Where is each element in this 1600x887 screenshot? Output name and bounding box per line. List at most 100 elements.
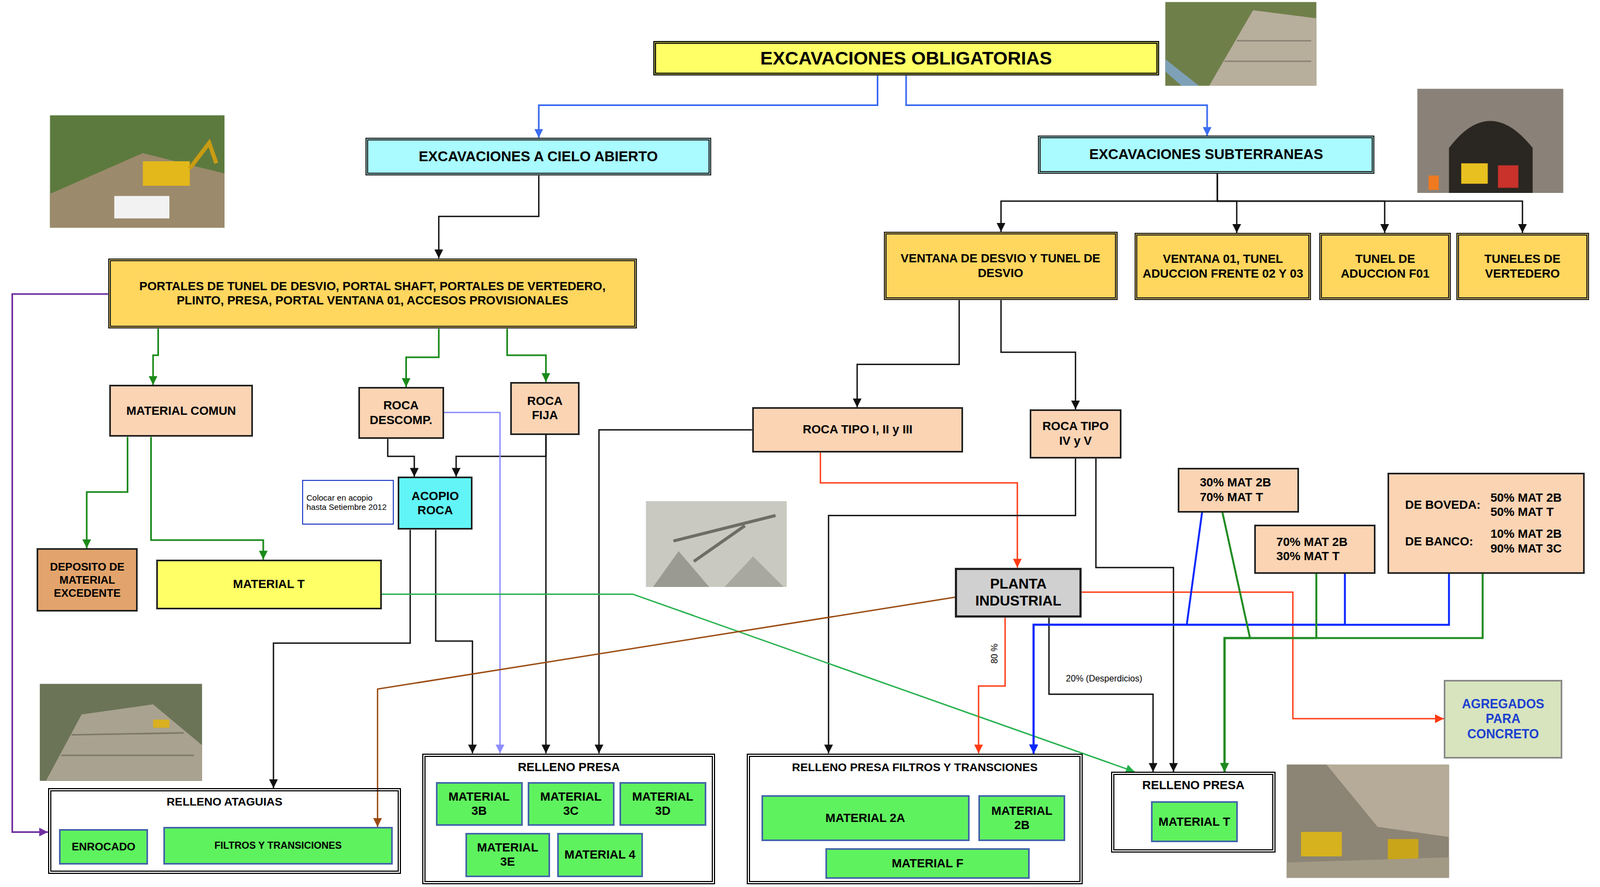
box-label: MATERIAL 2A [825, 810, 906, 825]
source-box: VENTANA 01, TUNEL ADUCCION FRENTE 02 Y 0… [1134, 232, 1312, 300]
fill-material-box: MATERIAL 3E [465, 832, 551, 877]
root-box: EXCAVACIONES OBLIGATORIAS [653, 40, 1160, 76]
flow-arrow [435, 529, 473, 753]
photo-ground [39, 683, 203, 781]
flow-arrow [438, 175, 539, 258]
box-label: EXCAVACIONES SUBTERRANEAS [1089, 145, 1324, 163]
material-class-box: ROCA DESCOMP. [358, 386, 445, 439]
flow-arrow [1217, 173, 1237, 233]
flow-arrow [1000, 299, 1076, 410]
group-heading: RELLENO PRESA [1142, 777, 1245, 793]
plant-box: PLANTA INDUSTRIAL [954, 567, 1082, 618]
box-label: MATERIAL F [891, 855, 964, 871]
box-label: EXCAVACIONES OBLIGATORIAS [760, 46, 1053, 70]
category-box: EXCAVACIONES A CIELO ABIERTO [365, 137, 712, 176]
disposal-box: DEPOSITO DE MATERIAL EXCEDENTE [36, 547, 138, 612]
photo-terrace [1236, 39, 1312, 42]
material-class-box: ROCA FIJA [510, 381, 580, 435]
box-label: MATERIAL 3B [441, 789, 517, 819]
box-label: ROCA DESCOMP. [364, 398, 439, 428]
flow-arrow [1222, 512, 1250, 772]
box-label: ACOPIO ROCA [403, 488, 467, 518]
flow-arrow [978, 617, 1006, 753]
flow-arrow [1217, 173, 1523, 233]
tunnel-photo [1417, 88, 1564, 193]
destination-group: RELLENO PRESAMATERIAL 3B MATERIAL 3C MATER… [422, 753, 716, 884]
photo-gabion-line [61, 754, 194, 757]
fill-material-box: ENROCADO [58, 828, 149, 865]
photo-ground [1417, 88, 1564, 193]
box-label: TUNEL DE ADUCCION F01 [1326, 251, 1444, 281]
box-label: 50% MAT 2B 50% MAT T [1490, 490, 1568, 520]
quarry-photo [1286, 764, 1450, 878]
category-box: EXCAVACIONES SUBTERRANEAS [1037, 135, 1375, 174]
flow-arrow [387, 438, 415, 477]
source-box: PORTALES DE TUNEL DE DESVIO, PORTAL SHAF… [108, 258, 637, 329]
photo-machine [1497, 165, 1519, 188]
box-label: 30% MAT 2B 70% MAT T [1199, 475, 1277, 505]
material-class-box: MATERIAL COMUN [109, 384, 253, 437]
flow-arrow [857, 299, 960, 407]
source-box: TUNEL DE ADUCCION F01 [1319, 232, 1451, 300]
destination-group: RELLENO PRESA FILTROS Y TRANSCIONESMATER… [746, 753, 1083, 884]
box-label: PLANTA INDUSTRIAL [961, 575, 1076, 610]
flow-arrow [1224, 573, 1317, 772]
flow-arrow [1081, 591, 1444, 719]
flow-arrow [152, 328, 158, 385]
flow-arrow [538, 75, 878, 138]
box-label: MATERIAL 3E [471, 840, 545, 870]
box-label: AGREGADOS PARA CONCRETO [1449, 696, 1557, 742]
stockpile-box: ACOPIO ROCA [397, 476, 473, 530]
group-heading: RELLENO PRESA [517, 759, 621, 775]
box-label: MATERIAL 4 [564, 847, 636, 862]
fill-material-box: FILTROS Y TRANSICIONES [163, 826, 393, 865]
box-label: MATERIAL T [1158, 814, 1231, 829]
flow-arrow [1000, 173, 1218, 232]
box-label: EXCAVACIONES A CIELO ABIERTO [418, 148, 658, 165]
fill-material-box: MATERIAL 4 [557, 832, 643, 877]
photo-rock-face [1326, 764, 1449, 837]
edge-label: 80 % [989, 641, 1000, 665]
box-label: MATERIAL 3C [533, 789, 609, 819]
box-label: 70% MAT 2B 30% MAT T [1276, 534, 1354, 564]
photo-road [50, 152, 225, 228]
photo-tunnel [1449, 120, 1533, 193]
fill-material-box: MATERIAL 3C [527, 781, 615, 826]
fill-material-box: MATERIAL 2A [761, 794, 970, 841]
crusher-photo [645, 500, 787, 587]
box-label: ENROCADO [71, 839, 136, 853]
flow-arrow [381, 593, 1136, 772]
flow-arrow [1095, 458, 1174, 772]
box-label: ROCA FIJA [516, 393, 574, 423]
flow-arrow [456, 434, 546, 477]
mix-box: DE BOVEDA:50% MAT 2B 50% MAT TDE BANCO:1… [1387, 472, 1585, 574]
photo-truck [1301, 831, 1343, 856]
photo-truck [1387, 838, 1419, 859]
photo-conveyor [693, 525, 745, 562]
photo-worker [1428, 175, 1439, 190]
group-heading: RELLENO ATAGUIAS [166, 794, 283, 808]
box-label: ROCA TIPO I, II y III [803, 422, 913, 437]
flow-arrow [377, 597, 955, 827]
photo-gabion-line [71, 732, 184, 735]
destination-group: RELLENO PRESA MATERIAL T [1111, 771, 1276, 853]
box-label: DEPOSITO DE MATERIAL EXCEDENTE [42, 559, 132, 600]
fill-material-box: MATERIAL 2B [978, 794, 1066, 841]
source-box: TUNELES DE VERTEDERO [1456, 232, 1590, 300]
fill-material-box: MATERIAL T [1150, 800, 1238, 842]
box-label: PORTALES DE TUNEL DE DESVIO, PORTAL SHAF… [115, 279, 630, 309]
box-label: VENTANA 01, TUNEL ADUCCION FRENTE 02 Y 0… [1141, 251, 1304, 281]
source-box: VENTANA DE DESVIO Y TUNEL DE DESVIO [883, 231, 1118, 300]
material-class-box: ROCA TIPO IV y V [1029, 409, 1122, 459]
box-label: MATERIAL 2B [984, 803, 1060, 833]
photo-excavator-arm [189, 142, 217, 169]
flow-arrow [1048, 617, 1154, 772]
photo-wall [45, 704, 203, 781]
box-label: TUNELES DE VERTEDERO [1463, 251, 1582, 281]
photo-truck [114, 196, 170, 219]
slope-photo [1165, 2, 1316, 86]
fill-material-box: MATERIAL 3B [435, 781, 523, 826]
fill-material-box: MATERIAL 3D [619, 781, 707, 826]
photo-river [1165, 58, 1200, 86]
